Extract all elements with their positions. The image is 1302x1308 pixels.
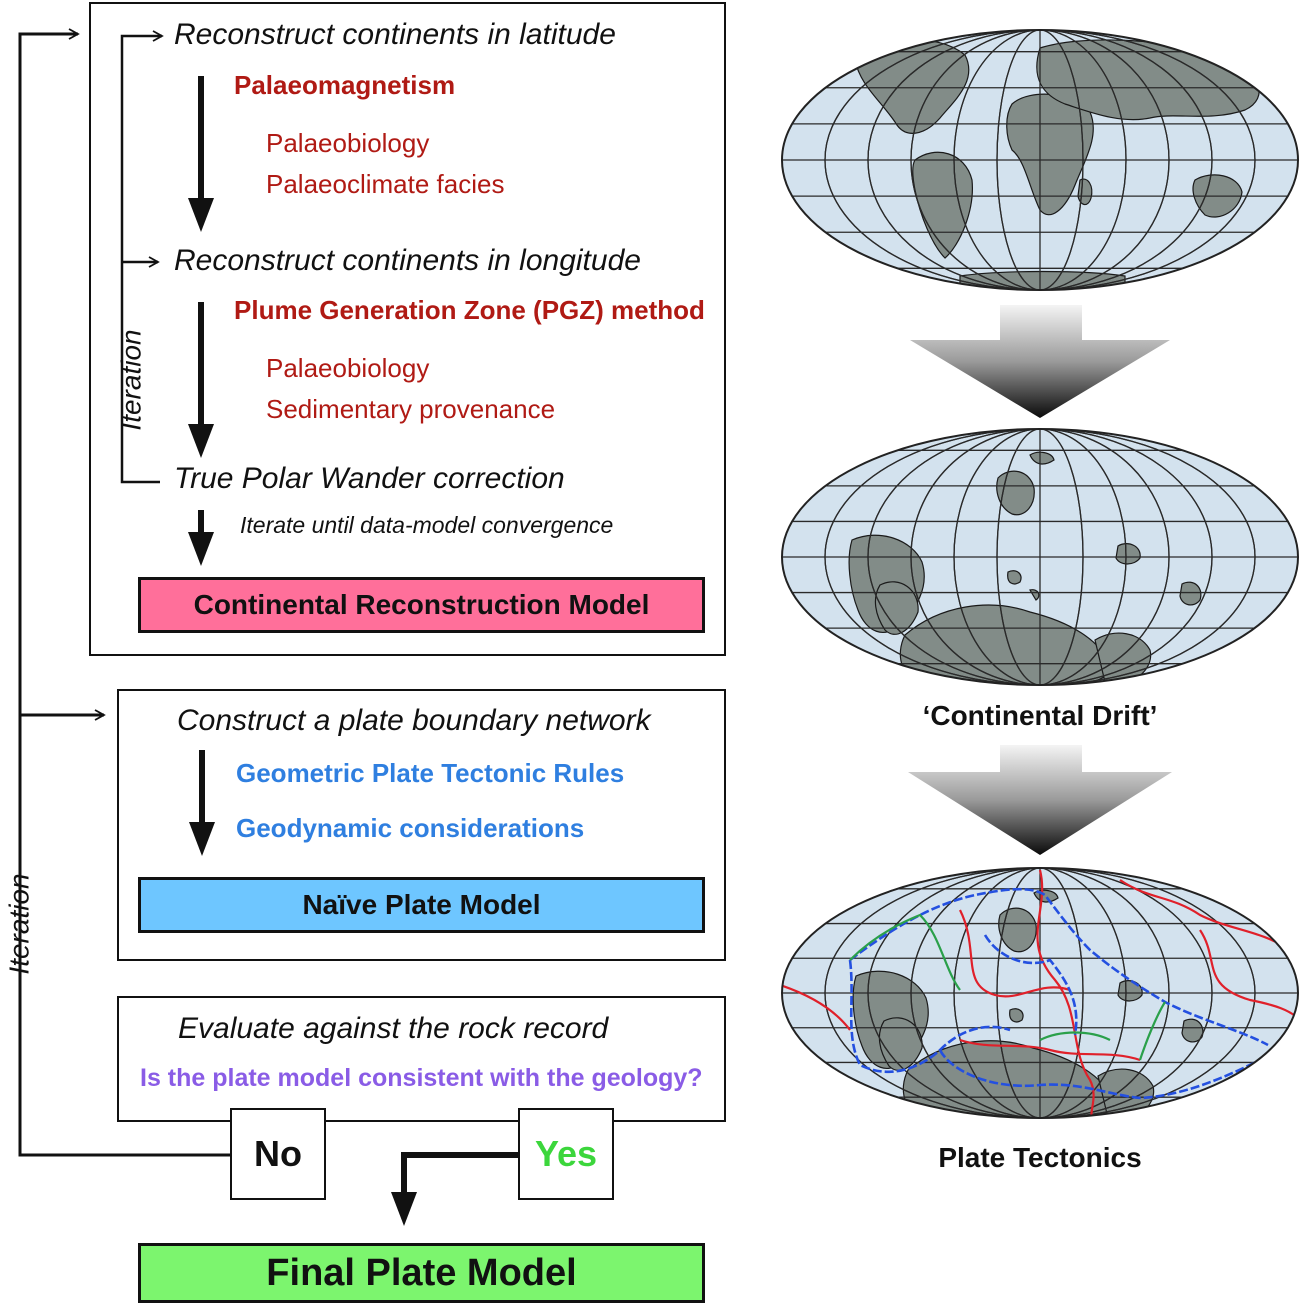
outer-iteration-loop [18, 28, 230, 1157]
yes-connector [401, 1152, 518, 1196]
method-palaeobiology-latitude: Palaeobiology [266, 128, 430, 158]
continental-reconstruction-model: Continental Reconstruction Model [138, 577, 705, 633]
tectonics-transition-arrow [908, 745, 1172, 855]
map-plate-tectonics [781, 867, 1299, 1119]
yes-option: Yes [518, 1108, 614, 1200]
rule-geodynamic-considerations: Geodynamic considerations [236, 813, 585, 843]
flow-arrows [188, 76, 215, 856]
iterate-note: Iterate until data-model convergence [240, 512, 614, 538]
method-palaeobiology-longitude: Palaeobiology [266, 353, 430, 383]
stage3-box [117, 996, 726, 1122]
yes-connector-head [391, 1192, 417, 1226]
method-palaeoclimate-facies: Palaeoclimate facies [266, 169, 505, 199]
step-construct-plate-network: Construct a plate boundary network [177, 704, 651, 737]
caption-plate-tectonics: Plate Tectonics [938, 1142, 1142, 1173]
inner-iteration-label: Iteration [115, 329, 147, 431]
outer-iteration-label: Iteration [3, 873, 35, 975]
stage1-box [89, 2, 726, 656]
naive-plate-model: Naïve Plate Model [138, 877, 705, 933]
map-continental-drift [781, 428, 1299, 686]
outer-iteration-label-wrap: Iteration [0, 873, 90, 974]
caption-continental-drift: ‘Continental Drift’ [922, 700, 1158, 731]
final-plate-model: Final Plate Model [138, 1243, 705, 1303]
step-true-polar-wander: True Polar Wander correction [174, 462, 565, 495]
method-sedimentary-provenance: Sedimentary provenance [266, 394, 556, 424]
step-reconstruct-longitude: Reconstruct continents in longitude [174, 244, 641, 277]
rule-geometric-plate-tectonic: Geometric Plate Tectonic Rules [236, 758, 625, 788]
step-reconstruct-latitude: Reconstruct continents in latitude [174, 18, 616, 51]
drift-transition-arrow [910, 305, 1170, 418]
consistency-question: Is the plate model consistent with the g… [140, 1064, 703, 1092]
stage2-box [117, 689, 726, 961]
map-present-day [781, 29, 1299, 291]
inner-iteration-bracket [120, 30, 164, 484]
step-evaluate-rock-record: Evaluate against the rock record [178, 1012, 609, 1045]
inner-iteration-label-wrap: Iteration [62, 329, 202, 430]
method-palaeomagnetism: Palaeomagnetism [234, 70, 456, 100]
method-pgz: Plume Generation Zone (PGZ) method [234, 295, 705, 325]
no-option: No [230, 1108, 326, 1200]
